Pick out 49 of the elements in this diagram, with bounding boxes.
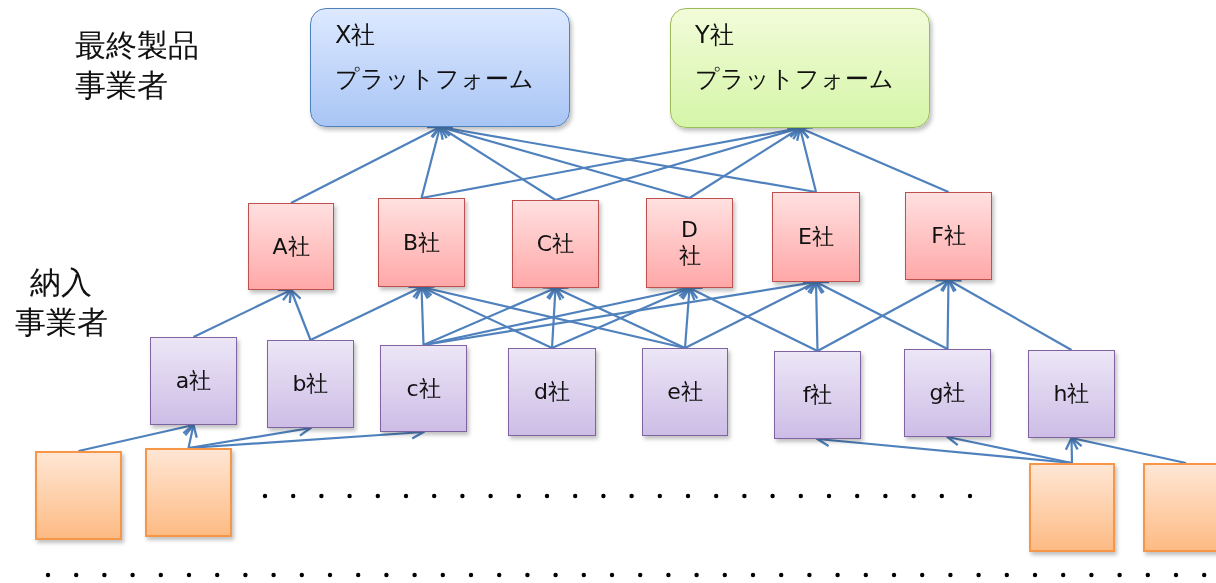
arrow: [193, 288, 293, 338]
arrow: [438, 125, 557, 201]
company-name: E社: [798, 223, 834, 251]
company-name: f社: [802, 381, 833, 409]
company-name: X社: [335, 20, 377, 51]
company-box: [642, 348, 728, 436]
company-name: b社: [292, 370, 329, 398]
company-box: [646, 198, 733, 288]
company-name: F社: [931, 222, 966, 250]
arrow: [947, 278, 1073, 351]
supplier-box: [145, 448, 232, 537]
company-name: A社: [272, 232, 310, 261]
company-box: [150, 337, 237, 425]
arrow: [288, 288, 312, 341]
arrow: [688, 286, 818, 352]
arrow: [688, 126, 802, 199]
supplier-box: [1143, 463, 1216, 552]
row-label: 最終製品事業者: [75, 26, 200, 105]
company-name: c社: [406, 374, 441, 403]
company-name: D社: [677, 217, 702, 269]
company-box: [1028, 350, 1115, 438]
company-name: h社: [1053, 380, 1090, 408]
company-name: a社: [175, 367, 212, 395]
company-box: [378, 198, 465, 287]
arrow: [310, 285, 423, 341]
supplier-box: [1029, 463, 1115, 552]
company-box: [380, 345, 467, 432]
supplier-box: [35, 451, 122, 540]
arrow: [184, 423, 198, 449]
company-name: e社: [667, 378, 703, 406]
company-name: g社: [929, 379, 966, 407]
company-name: Y社: [695, 20, 735, 51]
company-name: B社: [402, 228, 441, 257]
company-name: C社: [536, 230, 575, 258]
platform-label: プラットフォーム: [695, 64, 895, 95]
company-name: d社: [534, 378, 570, 406]
row-label: 納入事業者: [15, 263, 109, 342]
company-box: [267, 340, 354, 428]
platform-box: [310, 8, 570, 127]
platform-box: [670, 8, 930, 128]
company-box: [248, 203, 334, 290]
company-box: [774, 351, 861, 439]
arrow: [1064, 436, 1079, 464]
platform-label: プラットフォーム: [335, 64, 535, 95]
company-box: [512, 200, 599, 288]
company-box: [904, 349, 991, 437]
company-box: [772, 192, 860, 282]
company-box: [508, 348, 596, 436]
company-box: [905, 192, 992, 280]
